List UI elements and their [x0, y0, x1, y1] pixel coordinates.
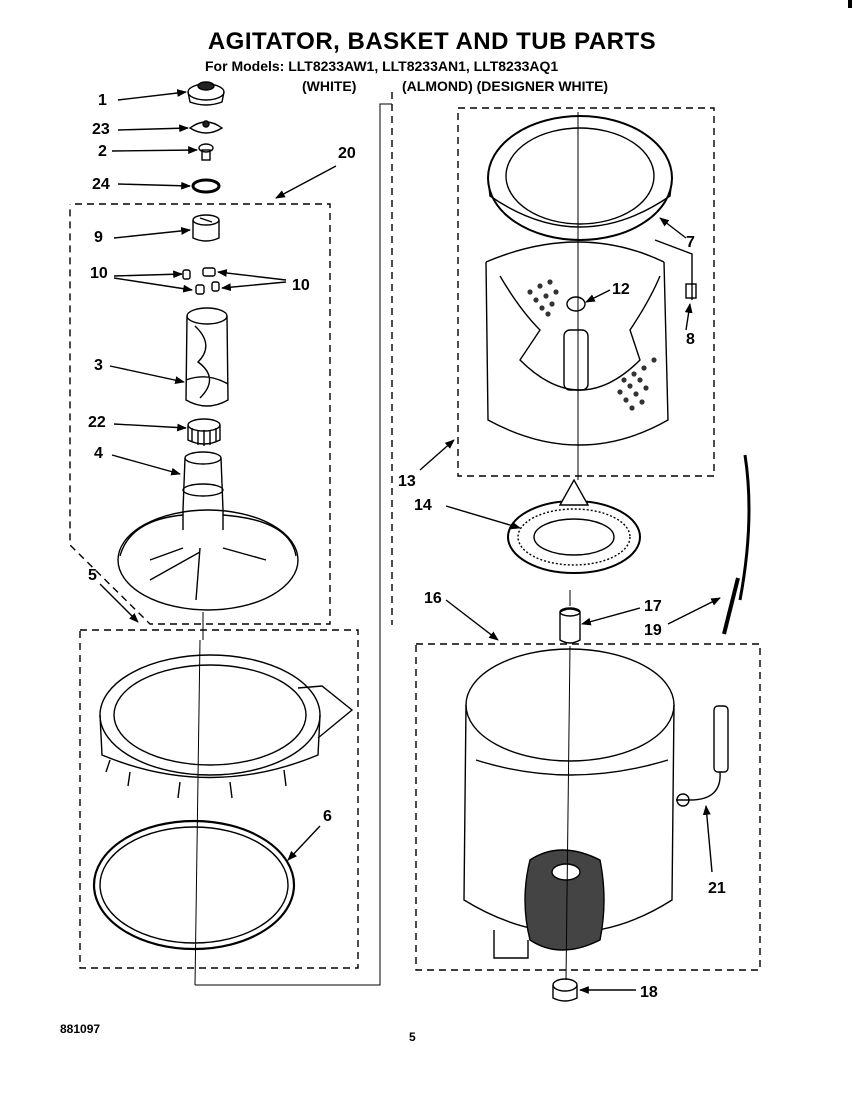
corner-registration-mark — [848, 0, 852, 8]
callout-5: 5 — [88, 567, 97, 584]
callout-10-left: 10 — [90, 265, 108, 282]
basket-clip-part-8 — [654, 239, 697, 300]
callout-22: 22 — [88, 414, 106, 431]
callout-21: 21 — [708, 880, 726, 897]
callout-20: 20 — [338, 145, 356, 162]
callout-23: 23 — [92, 121, 110, 138]
tub-ring-seal-part-6 — [92, 819, 296, 951]
agitator-base-part-4 — [117, 451, 299, 611]
group-7-outline — [457, 107, 715, 477]
parts-line-art — [92, 81, 751, 1002]
group-16-outline — [415, 643, 761, 971]
bolt-part-2 — [198, 143, 214, 161]
agitator-cap-part-1 — [187, 81, 225, 106]
tub-nut-part-18 — [552, 978, 578, 1002]
group-5-outline — [79, 629, 359, 969]
callout-13: 13 — [398, 473, 416, 490]
callout-leader-arrows — [99, 89, 721, 994]
basket-perforations — [527, 279, 657, 411]
agitator-extension-part-3 — [185, 307, 229, 407]
color-label-almond-designer: (ALMOND) (DESIGNER WHITE) — [402, 78, 609, 94]
callout-2: 2 — [98, 143, 107, 160]
cam-part-9 — [192, 214, 220, 242]
hub-part-14 — [507, 478, 641, 574]
callout-10-right: 10 — [292, 277, 310, 294]
callout-9: 9 — [94, 229, 103, 246]
callout-3: 3 — [94, 357, 103, 374]
callout-18: 18 — [640, 984, 658, 1001]
assembly-group-outlines — [69, 92, 761, 971]
basket-part-7 — [485, 115, 673, 446]
group-20-outline — [69, 203, 331, 625]
dogs-part-10 — [182, 267, 220, 295]
alignment-center-lines — [194, 103, 579, 986]
tub-ring-part-5 — [99, 654, 354, 799]
callout-8: 8 — [686, 331, 695, 348]
bearing-part-22 — [187, 418, 221, 446]
o-ring-part-24 — [191, 178, 221, 194]
callout-24: 24 — [92, 176, 110, 193]
callout-16: 16 — [424, 590, 442, 607]
document-number: 881097 — [60, 1022, 101, 1036]
pressure-hose-part-21 — [676, 705, 729, 807]
callout-17: 17 — [644, 598, 662, 615]
callout-1: 1 — [98, 92, 107, 109]
callout-12: 12 — [612, 281, 630, 298]
drive-block-part-17 — [559, 607, 581, 644]
hose-part-19 — [722, 454, 751, 635]
page-title: AGITATOR, BASKET AND TUB PARTS — [207, 28, 657, 55]
callout-6: 6 — [323, 808, 332, 825]
page-number: 5 — [409, 1030, 416, 1044]
callout-14: 14 — [414, 497, 432, 514]
callout-4: 4 — [94, 445, 103, 462]
cap-seal-part-23 — [188, 120, 224, 134]
callout-7: 7 — [686, 234, 695, 251]
models-line: For Models: LLT8233AW1, LLT8233AN1, LLT8… — [205, 58, 559, 74]
callout-19: 19 — [644, 622, 662, 639]
color-label-white: (WHITE) — [302, 78, 357, 94]
